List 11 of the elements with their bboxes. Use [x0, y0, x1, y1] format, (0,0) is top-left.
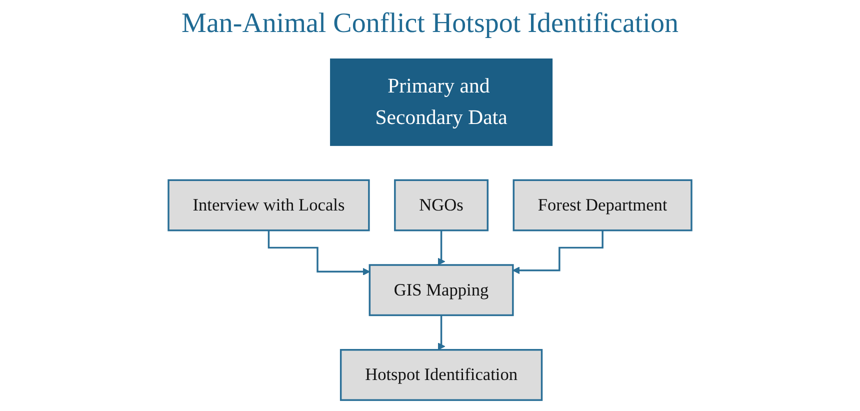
- arrow: [268, 230, 370, 276]
- node-box: Hotspot Identification: [340, 349, 543, 401]
- arrow: [437, 314, 446, 350]
- node-box: Interview with Locals: [168, 179, 370, 232]
- diagram-title: Man-Animal Conflict Hotspot Identification: [180, 8, 680, 40]
- arrow: [512, 230, 604, 274]
- node-box: NGOs: [394, 179, 489, 232]
- arrow: [437, 230, 446, 266]
- node-box: GIS Mapping: [368, 264, 514, 316]
- node-box: Forest Department: [512, 179, 692, 232]
- node-box: Primary and Secondary Data: [330, 58, 553, 146]
